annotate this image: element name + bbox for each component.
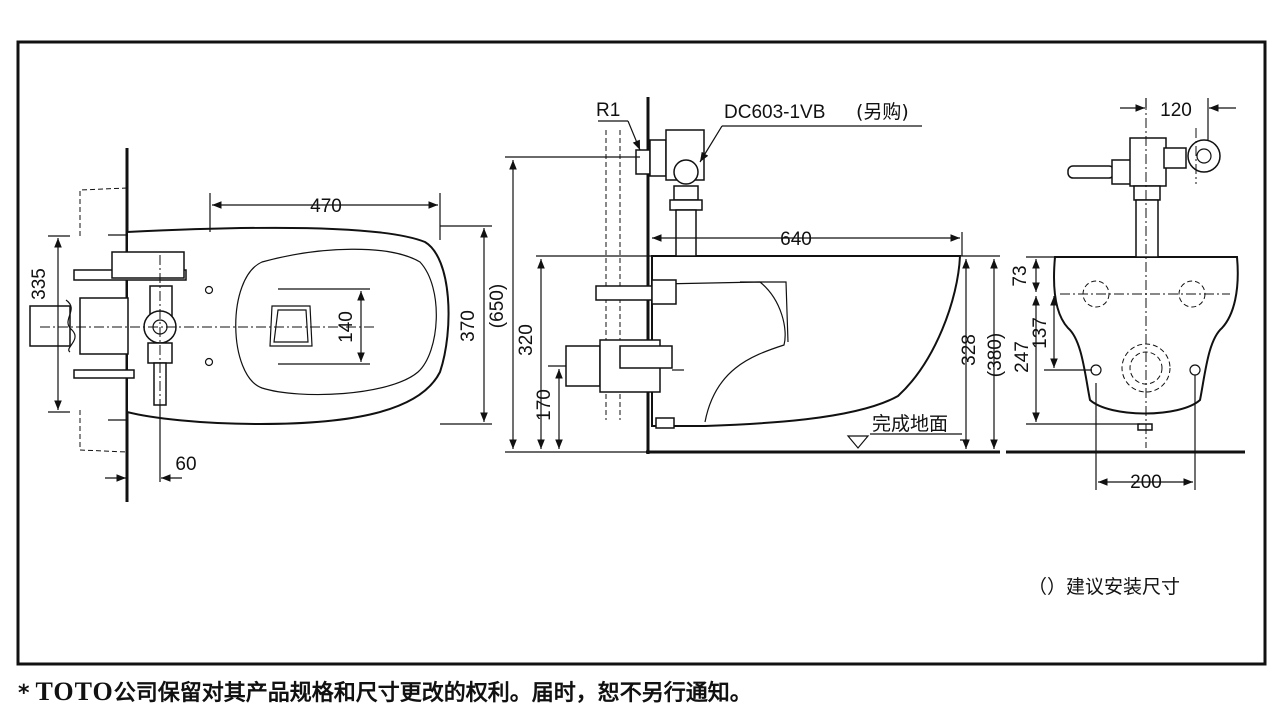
dim-rim-380: (380) — [985, 333, 1006, 377]
dim-width-200: 200 — [1130, 472, 1162, 493]
dim-height-137: 137 — [1030, 317, 1051, 349]
footer-star: * — [18, 681, 30, 706]
front-view: 120 73 137 247 200 — [1006, 98, 1245, 493]
dim-depth-640: 640 — [780, 229, 812, 250]
top-view: 470 370 335 140 60 — [29, 148, 492, 502]
dim-width-120: 120 — [1160, 100, 1192, 121]
legend-note: （）建议安装尺寸 — [1028, 576, 1180, 598]
drawing-frame — [16, 40, 1267, 666]
dim-pipe-170: 170 — [534, 389, 555, 421]
dim-rim-328: 328 — [959, 334, 980, 366]
dim-offset-60: 60 — [175, 454, 196, 475]
label-finished-floor: 完成地面 — [872, 413, 948, 435]
dim-depth-370: 370 — [458, 310, 479, 342]
dim-height-73: 73 — [1010, 265, 1031, 286]
dim-height-335: 335 — [29, 268, 50, 300]
label-valve-note: (另购) — [856, 101, 909, 123]
footer-text: 公司保留对其产品规格和尺寸更改的权利。届时，恕不另行通知。 — [113, 681, 752, 706]
label-valve-model: DC603-1VB — [724, 102, 825, 123]
dim-height-247: 247 — [1012, 341, 1033, 373]
dim-width-470: 470 — [310, 196, 342, 217]
dim-total-650: (650) — [487, 284, 508, 328]
footer-brand: TOTO — [35, 677, 114, 706]
footer-disclaimer: *TOTO公司保留对其产品规格和尺寸更改的权利。届时，恕不另行通知。 — [18, 672, 1268, 712]
side-view: R1 DC603-1VB (另购) 完成地面 640 (650) 320 170… — [487, 97, 1006, 454]
dim-rim-320: 320 — [516, 324, 537, 356]
dim-outlet-140: 140 — [336, 311, 357, 343]
label-r1: R1 — [596, 100, 620, 121]
